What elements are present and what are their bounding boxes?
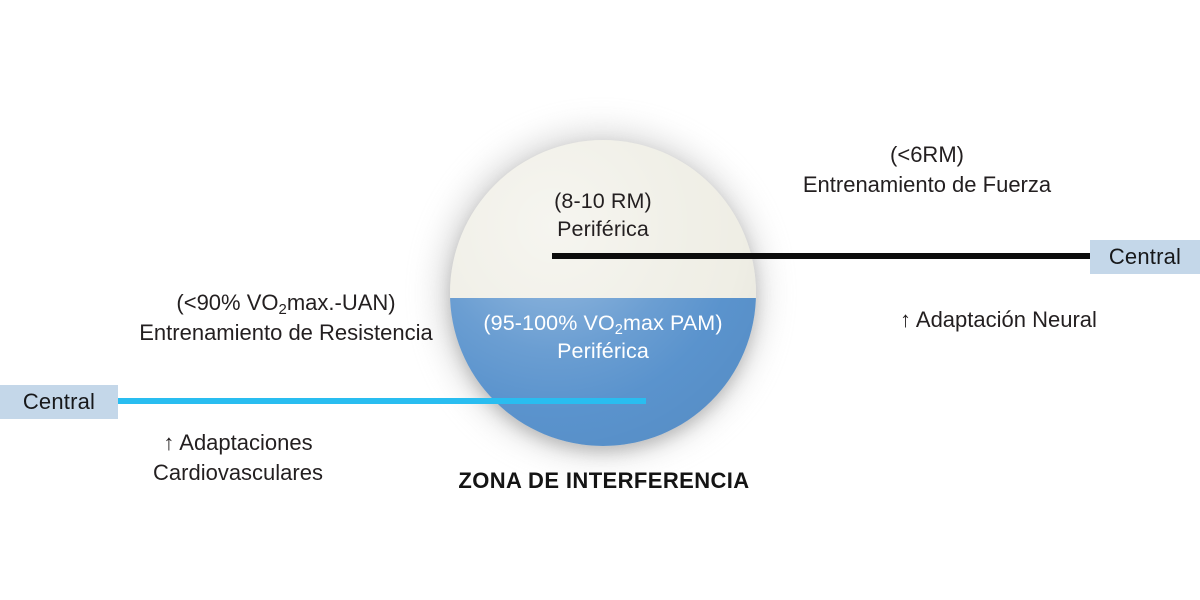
endurance-training-block: (<90% VO2max.-UAN) Entrenamiento de Resi… — [128, 288, 444, 347]
neural-adaptation-label: ↑ Adaptación Neural — [900, 307, 1097, 332]
circle-bottom-intensity: (95-100% VO2max PAM) — [450, 310, 756, 338]
strength-training-block: (<6RM) Entrenamiento de Fuerza — [790, 140, 1064, 199]
circle-bottom-label: (95-100% VO2max PAM) Periférica — [450, 310, 756, 365]
interference-zone-title: ZONA DE INTERFERENCIA — [458, 468, 750, 493]
central-tag-strength: Central — [1090, 240, 1200, 274]
cardiovascular-adaptation-block: ↑ Adaptaciones Cardiovasculares — [140, 428, 336, 487]
endurance-intensity-prefix: (<90% VO — [176, 290, 279, 315]
circle-bottom-intensity-suffix: max PAM) — [623, 311, 723, 335]
circle-top-label: (8-10 RM) Periférica — [450, 188, 756, 243]
endurance-axis-line — [104, 398, 646, 404]
cardiovascular-adaptation-line2: Cardiovasculares — [153, 459, 323, 485]
circle-endurance-half — [450, 297, 756, 446]
strength-intensity: (<6RM) — [890, 142, 964, 167]
circle-bottom-intensity-subscript: 2 — [614, 322, 624, 339]
central-tag-endurance: Central — [0, 385, 118, 419]
circle-strength-half — [450, 140, 756, 298]
endurance-intensity: (<90% VO2max.-UAN) — [128, 288, 444, 318]
circle-top-intensity: (8-10 RM) — [554, 189, 652, 213]
central-tag-endurance-label: Central — [22, 389, 96, 414]
central-tag-strength-label: Central — [1108, 244, 1182, 269]
cardiovascular-adaptation-line1: ↑ Adaptaciones — [163, 430, 313, 455]
endurance-intensity-subscript: 2 — [278, 301, 287, 319]
circle-bottom-intensity-prefix: (95-100% VO — [483, 311, 615, 335]
strength-training-label: Entrenamiento de Fuerza — [802, 171, 1052, 197]
circle-top-adaptation: Periférica — [557, 216, 649, 241]
endurance-intensity-suffix: max.-UAN) — [286, 290, 396, 315]
endurance-training-label: Entrenamiento de Resistencia — [139, 319, 433, 345]
neural-adaptation-block: ↑ Adaptación Neural — [900, 305, 1140, 335]
strength-axis-line — [552, 253, 1090, 259]
circle-bottom-adaptation: Periférica — [557, 338, 649, 363]
